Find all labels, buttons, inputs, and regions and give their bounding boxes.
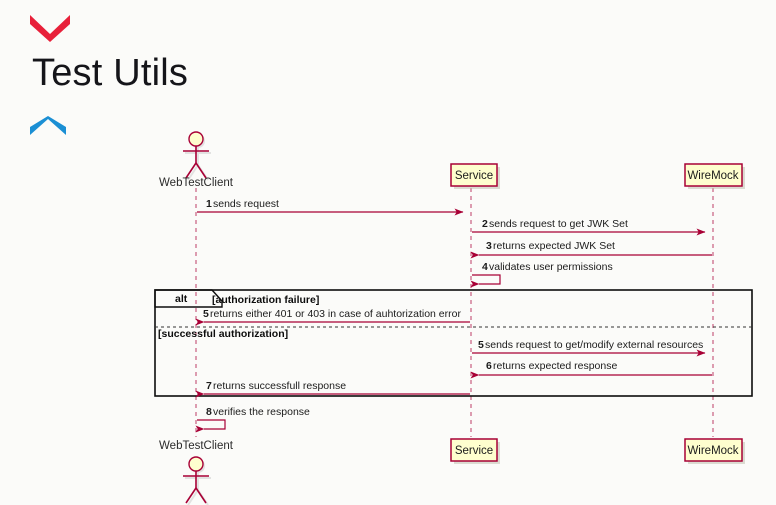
chevron-down-icon [28, 12, 72, 42]
participant-service-bottom[interactable] [450, 438, 500, 464]
message-5-success-label: sends request to get/modify external res… [485, 339, 703, 351]
message-2: 2 sends request to get JWK Set [472, 218, 706, 236]
chevron-up-icon [28, 116, 68, 138]
actor-head [188, 131, 204, 147]
participant-label-service-top: Service [455, 170, 493, 182]
message-3-label: returns expected JWK Set [493, 240, 615, 252]
participant-label-wiremock-top: WireMock [687, 170, 738, 182]
message-1: 1 sends request [197, 198, 464, 216]
message-4-label: validates user permissions [489, 261, 613, 273]
participant-wiremock-top[interactable] [684, 163, 745, 189]
participant-label-wiremock-bottom: WireMock [687, 445, 738, 457]
lifelines [195, 188, 714, 437]
actor-head [188, 456, 204, 472]
actor-webtestclient-top[interactable] [183, 131, 211, 181]
alt-fragment: alt [authorization failure] [successful … [154, 289, 753, 397]
message-8: 8 verifies the response [195, 406, 310, 433]
actor-webtestclient-bottom[interactable] [183, 456, 211, 505]
message-5-success: 5 sends request to get/modify external r… [472, 339, 706, 357]
message-7-label: returns successfull response [213, 380, 346, 392]
message-2-label: sends request to get JWK Set [489, 218, 628, 230]
page-title: Test Utils [32, 52, 189, 94]
participant-label-service-bottom: Service [455, 445, 493, 457]
message-1-label: sends request [213, 198, 279, 210]
message-5-failure-label: returns either 401 or 403 in case of auh… [210, 308, 461, 320]
message-2-number: 2 [482, 218, 488, 230]
participant-wiremock-bottom[interactable] [684, 438, 745, 464]
message-6: 6 returns expected response [470, 360, 712, 379]
actor-label-webtestclient-bottom: WebTestClient [159, 440, 234, 452]
alt-guard-1: [authorization failure] [212, 294, 319, 306]
message-4-number: 4 [482, 261, 488, 273]
alt-guard-2: [successful authorization] [158, 328, 288, 340]
message-5-failure-number: 5 [203, 308, 209, 320]
actor-label-webtestclient-top: WebTestClient [159, 177, 234, 189]
message-1-number: 1 [206, 198, 212, 210]
alt-operator-label: alt [175, 293, 188, 305]
message-4: 4 validates user permissions [470, 261, 613, 288]
participant-service-top[interactable] [450, 163, 500, 189]
message-6-label: returns expected response [493, 360, 617, 372]
message-7: 7 returns successfull response [195, 380, 470, 398]
message-5-failure: 5 returns either 401 or 403 in case of a… [195, 308, 470, 326]
message-6-number: 6 [486, 360, 492, 372]
message-3-number: 3 [486, 240, 492, 252]
message-8-number: 8 [206, 406, 212, 418]
message-7-number: 7 [206, 380, 212, 392]
message-8-label: verifies the response [213, 406, 310, 418]
message-3: 3 returns expected JWK Set [470, 240, 712, 259]
message-5-success-number: 5 [478, 339, 484, 351]
